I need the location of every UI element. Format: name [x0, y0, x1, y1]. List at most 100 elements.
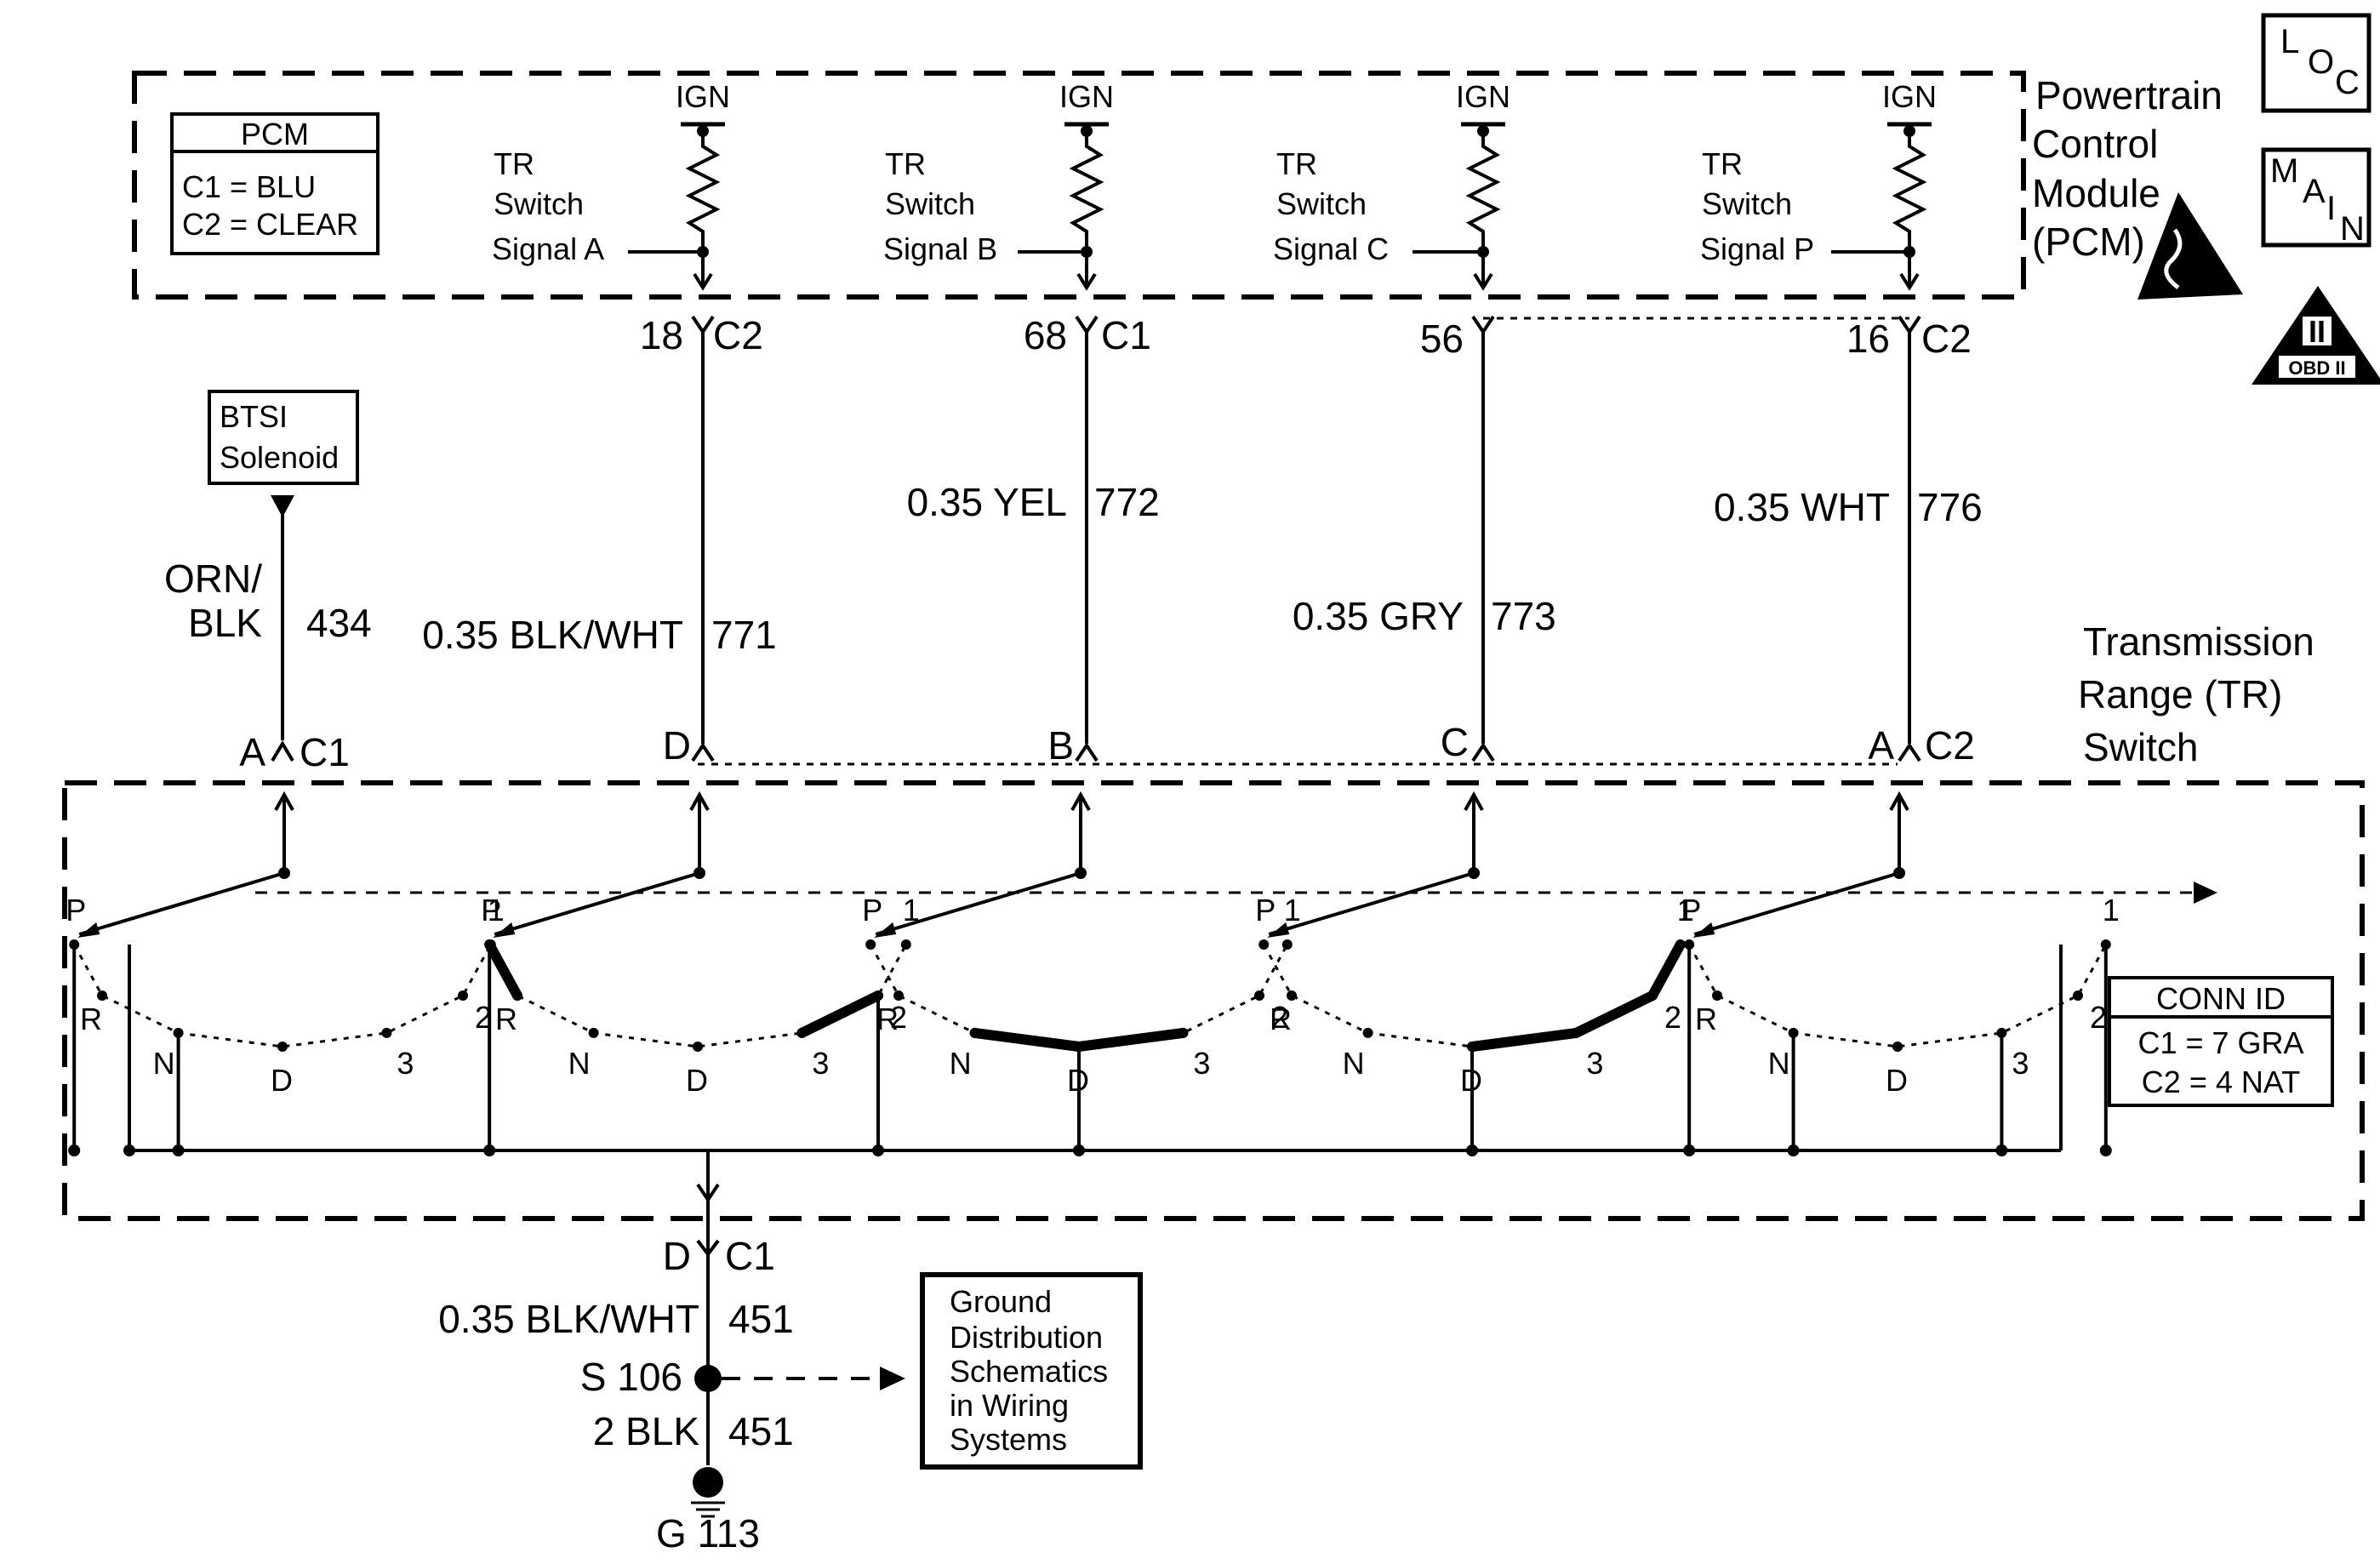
range-position-label: N — [1343, 1046, 1365, 1081]
range-tap-bus-dot — [1787, 1144, 1800, 1156]
range-position-label: 2 — [1664, 1000, 1681, 1035]
range-position-dot — [1892, 1042, 1903, 1052]
range-position-label: N — [950, 1046, 972, 1081]
range-position-dot — [796, 1027, 808, 1038]
svg-text:Switch: Switch — [494, 186, 584, 221]
pin-56: 56 — [1420, 317, 1464, 361]
pcm-boundary — [132, 71, 2026, 300]
tr-switch-title-line1: Transmission — [2083, 619, 2314, 664]
pin-18-conn: C2 — [713, 313, 763, 357]
ign-label-a: IGN — [676, 79, 730, 114]
range-tap-bus-dot — [172, 1144, 185, 1156]
pcm-table-header: PCM — [241, 117, 309, 151]
btsi-solenoid: BTSI Solenoid — [208, 390, 359, 485]
range-position-label: R — [1695, 1002, 1717, 1036]
range-position-label: P — [1681, 893, 1701, 928]
range-position-label: 2 — [890, 1000, 907, 1035]
svg-text:Switch: Switch — [1276, 186, 1367, 221]
svg-text:L: L — [2280, 23, 2299, 60]
range-position-label: 3 — [397, 1046, 414, 1081]
channel-2-pcm-connector-symbol — [1075, 315, 1099, 335]
btsi-arrow-icon — [271, 495, 294, 517]
svg-text:BTSI: BTSI — [220, 399, 288, 434]
range-tap-bus-dot — [1073, 1144, 1085, 1156]
range-position-label: 3 — [1193, 1046, 1210, 1081]
wiper-output-arrow-icon — [1070, 791, 1091, 811]
wire-772-circuit: 772 — [1094, 480, 1160, 524]
range-position-label: R — [80, 1002, 102, 1036]
svg-text:Switch: Switch — [1702, 186, 1792, 221]
shift-linkage-arrow-icon — [2194, 882, 2217, 904]
channel-1-resistor-icon — [685, 131, 721, 252]
svg-text:Systems: Systems — [950, 1422, 1067, 1457]
range-position-label: N — [568, 1046, 591, 1081]
pcm-title-line3: Module — [2032, 171, 2160, 215]
ground-g113-dot — [693, 1467, 723, 1498]
wire-776-circuit: 776 — [1917, 485, 1983, 529]
conn-id-row1: C1 = 7 GRA — [2137, 1025, 2303, 1060]
channel-3-resistor-icon — [1465, 131, 1501, 252]
svg-text:TR: TR — [885, 146, 926, 181]
svg-text:M: M — [2270, 152, 2298, 190]
range-position-dot — [1254, 990, 1265, 1001]
signal-p-label: TR Switch Signal P — [1700, 146, 1814, 266]
range-switch-track — [1687, 944, 2108, 1048]
svg-text:Solenoid: Solenoid — [220, 440, 339, 475]
range-tap-bus-dot — [1466, 1144, 1478, 1156]
channel-3-switch-connector-symbol — [1471, 742, 1495, 762]
pcm-signal-channels — [271, 122, 1932, 762]
esd-warning-icon — [2137, 192, 2243, 300]
ground-wire1-circuit: 451 — [728, 1297, 794, 1341]
btsi-switch-connector-symbol — [271, 740, 294, 762]
signal-c-label: TR Switch Signal C — [1273, 146, 1389, 266]
wiper-arm — [1268, 871, 1475, 936]
pcm-table-row2: C2 = CLEAR — [182, 207, 358, 242]
splice-s106-dot — [694, 1365, 722, 1392]
svg-text:I: I — [2326, 190, 2336, 227]
svg-text:Signal P: Signal P — [1700, 231, 1814, 266]
range-switch-track — [72, 944, 493, 1048]
pin-16-conn: C2 — [1921, 317, 1972, 361]
pin-68-conn: C1 — [1101, 313, 1151, 357]
ground-ref-box[interactable]: Ground Distribution Schematics in Wiring… — [920, 1272, 1143, 1470]
pcm-title-line2: Control — [2032, 122, 2158, 166]
range-position-dot — [458, 990, 469, 1001]
range-tap-bus-dot — [1995, 1144, 2008, 1156]
wiper-arrowhead-icon — [1267, 922, 1290, 938]
range-tap-bus-dot — [1683, 1144, 1696, 1156]
main-badge[interactable]: M A I N — [2261, 147, 2371, 248]
range-position-label: D — [271, 1063, 293, 1098]
channel-2-output-arrow-icon — [1076, 272, 1097, 291]
range-position-dot — [588, 1027, 599, 1038]
wiper-arrowhead-icon — [874, 922, 897, 938]
range-tap-bus-dot — [872, 1144, 885, 1156]
signal-b-label: TR Switch Signal B — [883, 146, 997, 266]
range-position-label: D — [686, 1063, 708, 1098]
channel-4-resistor-icon — [1892, 131, 1927, 252]
switch-conn-c2: C2 — [1925, 723, 1975, 768]
wire-771-circuit: 771 — [711, 613, 777, 657]
svg-text:O: O — [2308, 43, 2334, 81]
range-position-dot — [693, 1042, 703, 1052]
wiper-arrowhead-icon — [77, 922, 100, 938]
wiper-arrowhead-icon — [493, 922, 516, 938]
btsi-wire-color-1: ORN/ — [164, 557, 262, 601]
svg-text:TR: TR — [494, 146, 534, 181]
range-position-dot — [511, 990, 522, 1001]
range-position-dot — [2073, 990, 2084, 1001]
loc-badge[interactable]: L O C — [2261, 13, 2371, 113]
splice-label: S 106 — [580, 1355, 682, 1399]
tr-range-switches: PRND321PRND321PRND321PRND321PRND321 — [66, 791, 2120, 1156]
range-position-label: R — [495, 1002, 517, 1036]
range-position-dot — [381, 1027, 392, 1038]
tr-switch-title-line2: Range (TR) — [2078, 672, 2282, 716]
svg-text:II: II — [2309, 314, 2326, 349]
range-position-dot — [1178, 1027, 1189, 1038]
range-position-label: 3 — [1586, 1046, 1603, 1081]
range-position-dot — [1258, 939, 1270, 950]
svg-text:Schematics: Schematics — [950, 1354, 1108, 1389]
range-position-label: R — [876, 1002, 899, 1036]
switch-pin-a-c2: A — [1868, 723, 1894, 768]
channel-1-output-arrow-icon — [693, 272, 713, 291]
